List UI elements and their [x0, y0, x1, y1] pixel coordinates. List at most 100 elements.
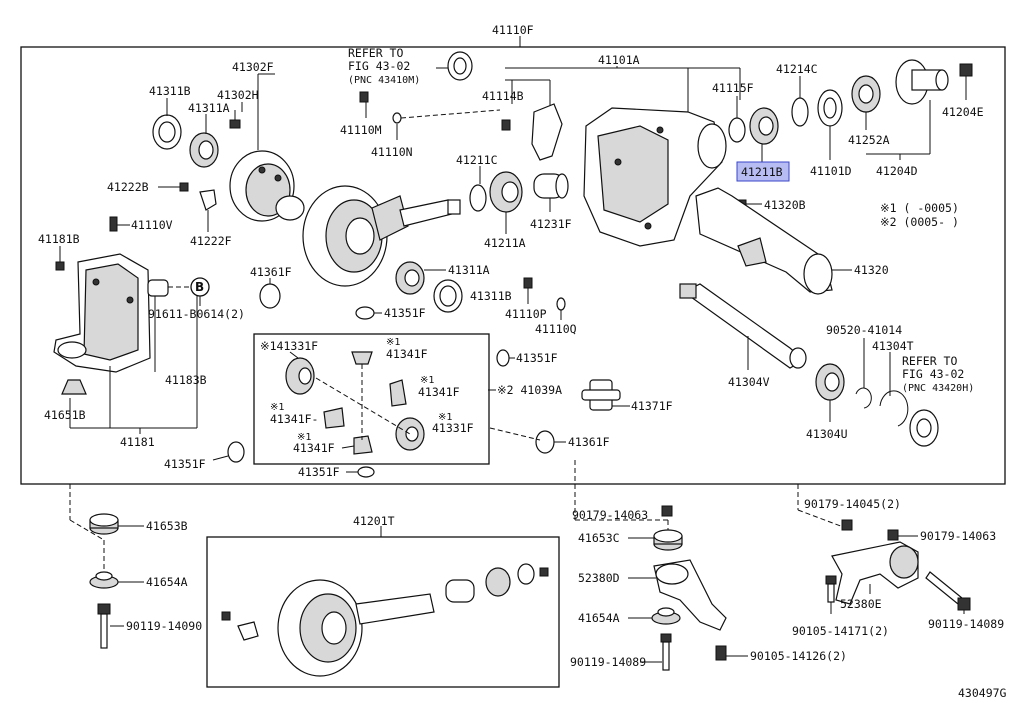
label-90520[interactable]: 90520-41014	[826, 323, 902, 337]
nut-41204E	[959, 63, 973, 77]
label-90119-14089-a[interactable]: 90119-14089	[570, 655, 646, 669]
pinion-shaft-41371F	[581, 379, 621, 411]
bearing-41211B	[749, 107, 779, 145]
label-41110F[interactable]: 41110F	[492, 23, 534, 37]
label-41211B[interactable]: 41211B	[741, 165, 783, 179]
label-41651B[interactable]: 41651B	[44, 408, 86, 422]
label-41311B[interactable]: 41311B	[470, 289, 512, 303]
label-90119-14089-b[interactable]: 90119-14089	[928, 617, 1004, 631]
label-41302F[interactable]: 41302F	[232, 60, 274, 74]
label-41302H[interactable]: 41302H	[217, 88, 259, 102]
label-41110Q[interactable]: 41110Q	[535, 322, 577, 336]
label-41222B[interactable]: 41222B	[107, 180, 149, 194]
label-90119-14090[interactable]: 90119-14090	[126, 619, 202, 633]
label-41204D[interactable]: 41204D	[876, 164, 918, 178]
label-90179-14063-a[interactable]: 90179-14063	[572, 508, 648, 522]
axle-tube-41320	[695, 187, 833, 295]
label-41183B[interactable]: 41183B	[165, 373, 207, 387]
figure-code: 430497G	[958, 686, 1007, 700]
refer-top-l1[interactable]: REFER TO	[348, 46, 403, 60]
label-41311A[interactable]: 41311A	[448, 263, 490, 277]
label-41341F-b[interactable]: 41341F	[418, 385, 460, 399]
label-41252A[interactable]: 41252A	[848, 133, 890, 147]
label-90105-14126[interactable]: 90105-14126(2)	[750, 649, 847, 663]
mark-x1-a[interactable]: ※1	[386, 337, 400, 348]
mark-x1-c[interactable]: ※1	[270, 402, 284, 413]
thrust-washer-41351F-d	[496, 349, 510, 367]
label-41211A[interactable]: 41211A	[484, 236, 526, 250]
retainer-ring-41304T	[879, 390, 909, 427]
label-41320B[interactable]: 41320B	[764, 198, 806, 212]
label-41181B[interactable]: 41181B	[38, 232, 80, 246]
label-41222F[interactable]: 41222F	[190, 234, 232, 248]
label-41110P[interactable]: 41110P	[505, 307, 547, 321]
label-41351F-b[interactable]: 41351F	[384, 306, 426, 320]
mark-x1-d[interactable]: ※1	[297, 432, 311, 443]
label-41341F-c[interactable]: 41341F-	[270, 412, 318, 426]
label-41311B-top[interactable]: 41311B	[149, 84, 191, 98]
label-41361F-b[interactable]: 41361F	[568, 435, 610, 449]
label-41304T[interactable]: 41304T	[872, 339, 914, 353]
mark-x1-e[interactable]: ※1	[438, 412, 452, 423]
refer-top-l3[interactable]: (PNC 43410M)	[348, 75, 420, 86]
circle-b-letter[interactable]: B	[195, 280, 204, 294]
label-41320[interactable]: 41320	[854, 263, 889, 277]
bearing-41311A	[395, 261, 425, 295]
label-41311A-top[interactable]: 41311A	[188, 101, 230, 115]
label-41351F-d[interactable]: 41351F	[516, 351, 558, 365]
label-41304U[interactable]: 41304U	[806, 427, 848, 441]
label-41351F-a[interactable]: 41351F	[164, 457, 206, 471]
label-90179-14045[interactable]: 90179-14045(2)	[804, 497, 901, 511]
label-41341F-a[interactable]: 41341F	[386, 347, 428, 361]
mark-x1-b[interactable]: ※1	[420, 375, 434, 386]
label-41653B[interactable]: 41653B	[146, 519, 188, 533]
label-41304V[interactable]: 41304V	[728, 375, 770, 389]
label-41114B[interactable]: 41114B	[482, 89, 524, 103]
label-91611[interactable]: 91611-B0614(2)	[148, 307, 245, 321]
label-41181[interactable]: 41181	[120, 435, 155, 449]
label-41211C[interactable]: 41211C	[456, 153, 498, 167]
refer-right-l3[interactable]: (PNC 43420H)	[902, 383, 974, 394]
label-41331F-a[interactable]: ※141331F	[260, 339, 318, 353]
drain-plug-41651B	[61, 379, 87, 395]
refer-right-l1[interactable]: REFER TO	[902, 354, 957, 368]
label-41110M[interactable]: 41110M	[340, 123, 382, 137]
refer-right-l2[interactable]: FIG 43-02	[902, 367, 964, 381]
label-90179-14063-b[interactable]: 90179-14063	[920, 529, 996, 543]
legend-line-2[interactable]: ※2 (0005- )	[880, 215, 959, 229]
label-41231F[interactable]: 41231F	[530, 217, 572, 231]
nut-90179-14045	[841, 519, 853, 531]
bolt-41222B	[179, 182, 189, 192]
oil-seal-41311B-top	[152, 114, 182, 150]
label-52380E[interactable]: 52380E	[840, 597, 882, 611]
ring-gear-and-pinion	[302, 185, 461, 287]
gasket-41110Q	[556, 297, 566, 311]
label-41341F-d[interactable]: 41341F	[293, 441, 335, 455]
label-41204E[interactable]: 41204E	[942, 105, 984, 119]
label-41654A-right[interactable]: 41654A	[578, 611, 620, 625]
assembly-frame-41201T	[206, 536, 560, 688]
oil-seal-41101D	[817, 89, 843, 127]
label-90105-14171[interactable]: 90105-14171(2)	[792, 624, 889, 638]
spacer-41214C	[791, 97, 809, 127]
label-41101A[interactable]: 41101A	[598, 53, 640, 67]
label-41371F[interactable]: 41371F	[631, 399, 673, 413]
label-41331F-b[interactable]: 41331F	[432, 421, 474, 435]
label-41361F-a[interactable]: 41361F	[250, 265, 292, 279]
label-41110V[interactable]: 41110V	[131, 218, 173, 232]
nut-90179-14063-a	[661, 505, 673, 517]
thrust-washer-41361F-a	[259, 283, 281, 309]
label-41653C[interactable]: 41653C	[578, 531, 620, 545]
label-41654A-left[interactable]: 41654A	[146, 575, 188, 589]
label-52380D[interactable]: 52380D	[578, 571, 620, 585]
label-41214C[interactable]: 41214C	[776, 62, 818, 76]
label-41201T[interactable]: 41201T	[353, 514, 395, 528]
label-41101D[interactable]: 41101D	[810, 164, 852, 178]
label-41115F[interactable]: 41115F	[712, 81, 754, 95]
label-41351F-c[interactable]: 41351F	[298, 465, 340, 479]
refer-top-l2[interactable]: FIG 43-02	[348, 59, 410, 73]
label-41110N[interactable]: 41110N	[371, 145, 413, 159]
legend-line-1[interactable]: ※1 ( -0005)	[880, 201, 959, 215]
bracket-52380E	[831, 541, 919, 605]
label-41039A[interactable]: ※2 41039A	[497, 383, 562, 397]
